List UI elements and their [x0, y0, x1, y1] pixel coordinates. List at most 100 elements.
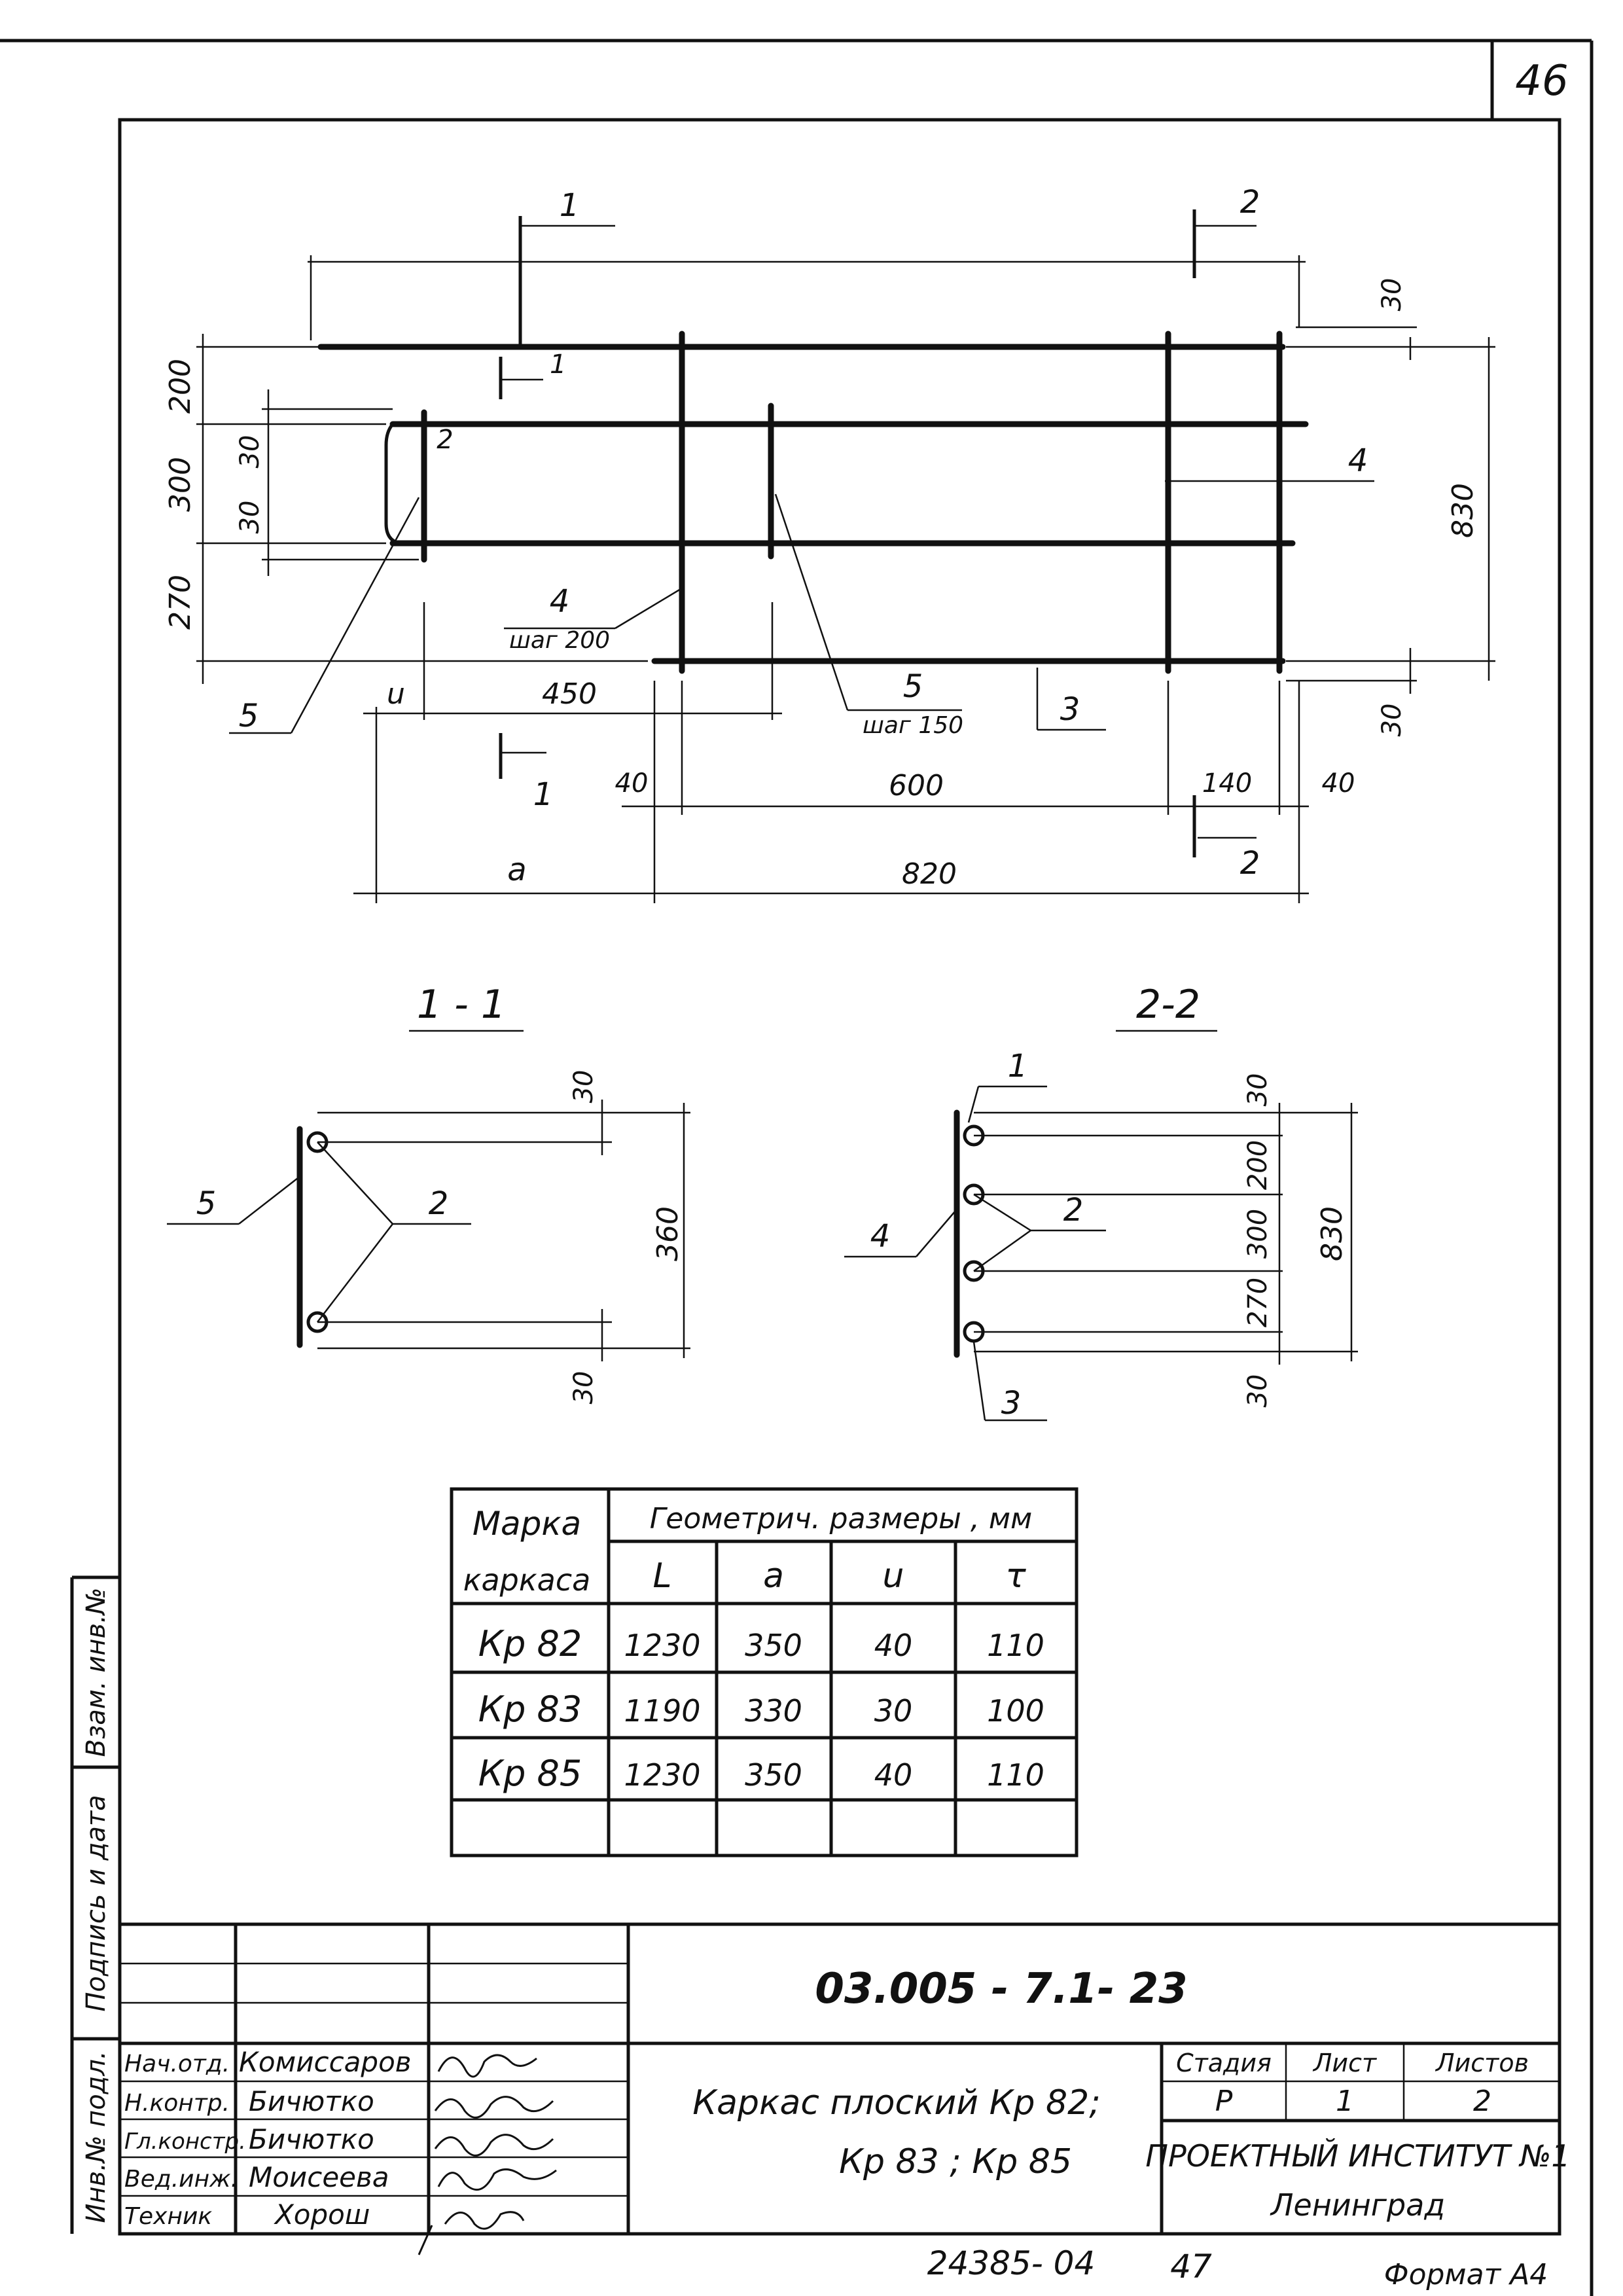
sec2-pos-4: 4 — [870, 1218, 891, 1255]
sec2-dim-200: 200 — [1243, 1140, 1273, 1190]
table-row-mark: Кр 82 — [478, 1623, 582, 1664]
signer-name: Бичютко — [249, 2085, 374, 2117]
sheet-label: Лист — [1312, 2049, 1378, 2077]
sec2-pos-1: 1 — [1008, 1048, 1028, 1085]
table-row-mark: Кр 83 — [478, 1689, 582, 1730]
table-col-t: τ — [1005, 1556, 1026, 1596]
dim-600: 600 — [889, 769, 944, 802]
dim-830: 830 — [1446, 483, 1480, 538]
section-2-2: 2-2 30 200 300 270 30 830 1 2 4 3 — [844, 982, 1358, 1422]
sec1-dim-30-bottom: 30 — [569, 1371, 599, 1405]
cut-2-bottom-label: 2 — [1240, 845, 1260, 882]
signer-role: Н.контр. — [124, 2090, 230, 2117]
sec2-dim-270: 270 — [1243, 1278, 1273, 1327]
dim-40-right: 40 — [1322, 768, 1355, 798]
sec2-dim-300: 300 — [1243, 1209, 1273, 1259]
section-1-title: 1 - 1 — [417, 982, 506, 1028]
table-header-mark: Марка — [473, 1505, 581, 1543]
format-label: Формат А4 — [1384, 2258, 1548, 2291]
table-header-geom: Геометрич. размеры , мм — [650, 1502, 1032, 1535]
side-label-inv-sub: Инв.№ подл. — [81, 2051, 111, 2223]
table-row-L: 1230 — [624, 1757, 700, 1793]
dim-270: 270 — [164, 575, 197, 630]
signature-scribbles — [418, 2054, 557, 2255]
table-row-a: 330 — [745, 1693, 802, 1729]
table-row-t: 110 — [987, 1757, 1044, 1793]
section-1-1: 1 - 1 30 360 30 2 5 — [167, 982, 690, 1404]
dim-450: 450 — [542, 677, 597, 711]
sheets-label: Листов — [1435, 2049, 1529, 2077]
dim-200: 200 — [164, 359, 197, 414]
institute-city: Ленинград — [1270, 2187, 1445, 2223]
table-header-frame: каркаса — [463, 1562, 591, 1598]
table-row-a: 350 — [745, 1757, 802, 1793]
sec1-dim-360: 360 — [651, 1206, 685, 1261]
dim-140: 140 — [1202, 768, 1252, 798]
page-number: 47 — [1170, 2248, 1212, 2286]
pos-4-right: 4 — [1348, 442, 1368, 479]
doc-title-line1: Каркас плоский Кр 82; — [692, 2083, 1101, 2123]
table-col-u: u — [883, 1556, 904, 1596]
institute-name: ПРОЕКТНЫЙ ИНСТИТУТ №1 — [1145, 2138, 1570, 2174]
step-200: шаг 200 — [509, 627, 610, 654]
table-row-t: 110 — [987, 1628, 1044, 1663]
cut-1-bottom-label: 1 — [533, 776, 554, 813]
signer-role: Нач.отд. — [124, 2051, 230, 2077]
sec2-dim-830: 830 — [1315, 1206, 1349, 1261]
pos-3: 3 — [1060, 691, 1080, 728]
dimensions-table: Марка каркаса Геометрич. размеры , мм L … — [450, 1487, 1079, 1857]
dim-a: a — [507, 852, 526, 888]
plan-view: 1 1 1 2 2 200 300 270 30 30 — [164, 184, 1495, 903]
sheet-number: 46 — [1515, 57, 1568, 105]
dim-820: 820 — [902, 857, 957, 891]
table-row-mark: Кр 85 — [478, 1753, 582, 1794]
sheets-value: 2 — [1473, 2085, 1491, 2118]
dim-300: 300 — [164, 457, 197, 512]
table-row-u: 40 — [874, 1628, 913, 1663]
signer-role: Вед.инж. — [124, 2166, 238, 2193]
table-row-u: 30 — [874, 1693, 913, 1729]
sec2-pos-2: 2 — [1063, 1192, 1084, 1229]
dim-30-top-right: 30 — [1377, 278, 1407, 312]
stage-value: Р — [1215, 2085, 1233, 2118]
section-2-title: 2-2 — [1136, 982, 1200, 1028]
doc-code: 03.005 - 7.1- 23 — [815, 1965, 1187, 2013]
dim-u: u — [387, 677, 405, 711]
doc-title-line2: Кр 83 ; Кр 85 — [839, 2142, 1072, 2181]
table-col-a: a — [763, 1556, 784, 1596]
dim-30-bottom-right: 30 — [1377, 704, 1407, 737]
side-label-sign-date: Подпись и дата — [81, 1795, 111, 2011]
signer-name: Бичютко — [249, 2123, 374, 2155]
title-block: 03.005 - 7.1- 23 Каркас плоский Кр 82; К… — [120, 1922, 1571, 2255]
sheet-frame — [0, 39, 1594, 2296]
dim-30-b: 30 — [235, 501, 265, 534]
signer-name: Хорош — [274, 2198, 370, 2231]
signer-name: Комиссаров — [239, 2046, 412, 2078]
table-row-L: 1230 — [624, 1628, 700, 1663]
pos-4-step: 4 — [550, 583, 570, 620]
sec2-pos-3: 3 — [1001, 1385, 1022, 1422]
dim-30-a: 30 — [235, 435, 265, 469]
table-row-L: 1190 — [624, 1693, 700, 1729]
signer-name: Моисеева — [249, 2161, 389, 2193]
table-row-u: 40 — [874, 1757, 913, 1793]
table-col-L: L — [653, 1556, 672, 1596]
table-row-a: 350 — [745, 1628, 802, 1663]
sec1-pos-2: 2 — [429, 1185, 449, 1222]
table-row-t: 100 — [987, 1693, 1044, 1729]
sec2-dim-30-top: 30 — [1243, 1073, 1273, 1107]
pos-2: 2 — [437, 425, 453, 455]
cut-1-top-label: 1 — [560, 187, 580, 224]
sheet-value: 1 — [1336, 2085, 1354, 2118]
archive-number: 24385- 04 — [927, 2244, 1096, 2282]
sec1-dim-30-top: 30 — [569, 1070, 599, 1103]
stage-label: Стадия — [1176, 2049, 1272, 2077]
pos-5-step: 5 — [903, 668, 923, 705]
sec1-pos-5: 5 — [196, 1185, 217, 1222]
side-stamp: Взам. инв.№ Подпись и дата Инв.№ подл. — [70, 1575, 120, 2234]
side-label-vzam-inv: Взам. инв.№ — [81, 1588, 111, 1757]
pos-5-left: 5 — [239, 698, 259, 734]
sec2-dim-30-bottom: 30 — [1243, 1374, 1273, 1408]
dim-40-left: 40 — [615, 768, 649, 798]
